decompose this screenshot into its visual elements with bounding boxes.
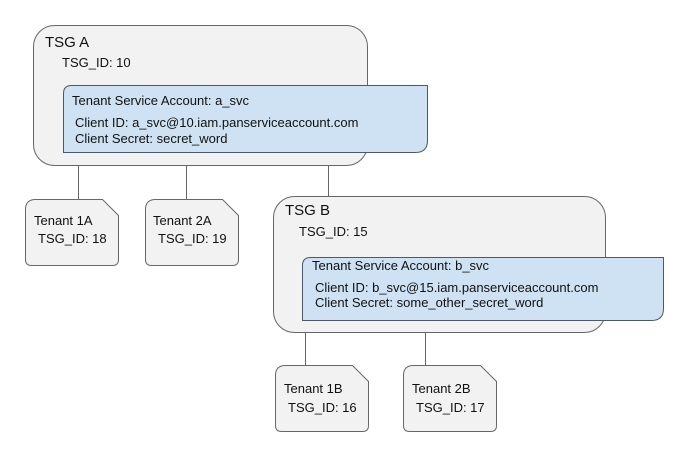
tenant-1b-card [275,365,369,432]
service-account-b-box [302,257,664,321]
service-account-b-client-id: Client ID: b_svc@15.iam.panserviceaccoun… [315,280,599,295]
tenant-1a-title: Tenant 1A [34,213,93,228]
service-account-a-client-secret: Client Secret: secret_word [75,131,228,146]
tenant-2b-id-label: TSG_ID: 17 [416,400,485,415]
tenant-2a-id-label: TSG_ID: 19 [158,231,227,246]
tsg-a-title: TSG A [45,34,90,51]
tsg-b-title: TSG B [285,202,331,219]
service-account-b-client-secret: Client Secret: some_other_secret_word [315,295,544,310]
service-account-b-title: Tenant Service Account: b_svc [312,258,490,273]
tsg-b-id-label: TSG_ID: 15 [299,224,368,239]
service-account-a-title: Tenant Service Account: a_svc [72,93,250,108]
tenant-2a-title: Tenant 2A [153,213,212,228]
tenant-1a-id-label: TSG_ID: 18 [38,231,107,246]
tenant-2b-card [403,365,497,432]
tenant-2b-title: Tenant 2B [412,381,471,396]
service-account-a-box [63,85,428,153]
service-account-a-client-id: Client ID: a_svc@10.iam.panserviceaccoun… [75,115,359,130]
tenant-1b-id-label: TSG_ID: 16 [288,400,357,415]
tsg-a-id-label: TSG_ID: 10 [62,55,131,70]
tenant-1b-title: Tenant 1B [284,381,343,396]
